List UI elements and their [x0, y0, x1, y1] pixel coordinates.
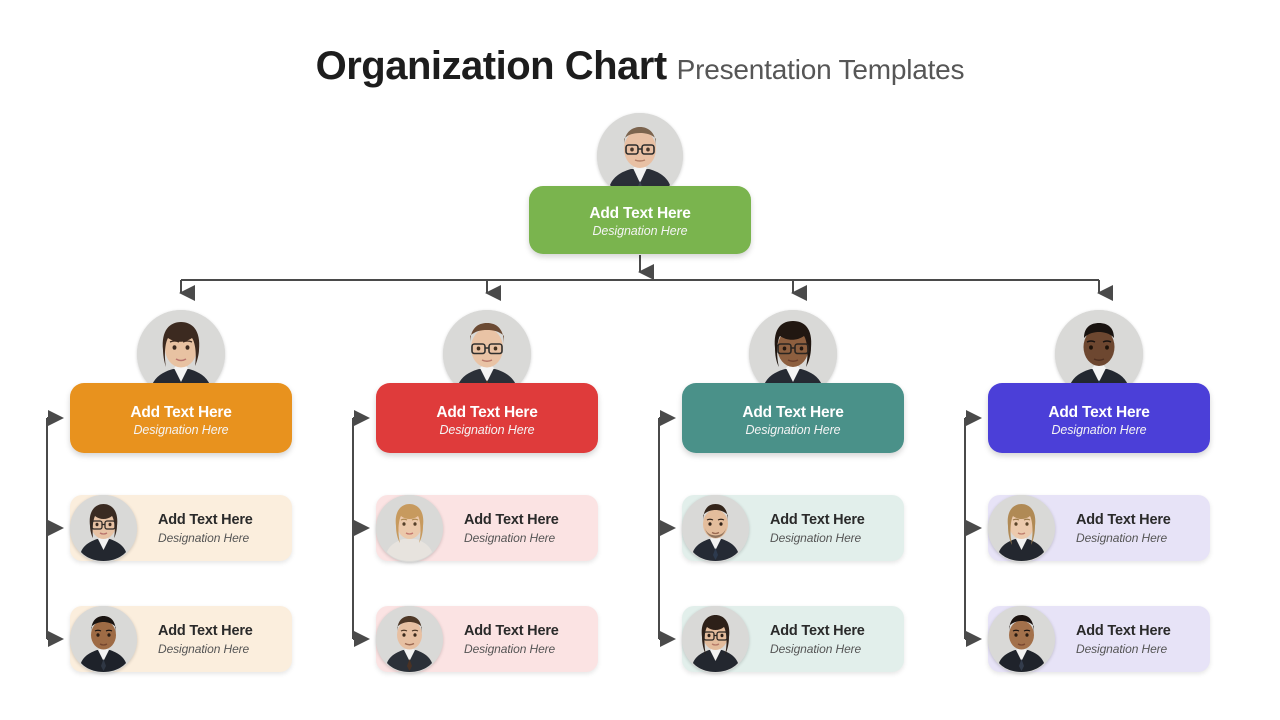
node-title: Add Text Here: [742, 404, 844, 421]
org-node-card[interactable]: Add Text Here Designation Here: [70, 383, 292, 453]
avatar: [70, 606, 137, 673]
avatar-photo-branch-4-child-1: [988, 495, 1055, 562]
page-title-sub: Presentation Templates: [676, 54, 965, 85]
avatar-photo-branch-3-child-2: [682, 606, 749, 673]
org-node-card[interactable]: Add Text Here Designation Here: [682, 383, 904, 453]
node-designation: Designation Here: [745, 423, 841, 437]
node-title: Add Text Here: [464, 622, 559, 639]
node-title: Add Text Here: [770, 511, 865, 528]
node-designation: Designation Here: [464, 530, 556, 545]
node-designation: Designation Here: [592, 224, 688, 238]
node-designation: Designation Here: [770, 641, 862, 656]
node-title: Add Text Here: [464, 511, 559, 528]
org-node-card[interactable]: Add Text Here Designation Here: [376, 383, 598, 453]
avatar: [70, 495, 137, 562]
node-designation: Designation Here: [158, 641, 250, 656]
node-designation: Designation Here: [464, 641, 556, 656]
node-title: Add Text Here: [1048, 404, 1150, 421]
node-title: Add Text Here: [158, 622, 253, 639]
avatar: [597, 113, 683, 199]
node-title: Add Text Here: [1076, 622, 1171, 639]
node-designation: Designation Here: [133, 423, 229, 437]
node-designation: Designation Here: [1076, 641, 1168, 656]
avatar-photo-branch-2-child-1: [376, 495, 443, 562]
avatar: [376, 606, 443, 673]
node-title: Add Text Here: [589, 205, 691, 222]
avatar-photo-branch-1-child-2: [70, 606, 137, 673]
node-designation: Designation Here: [1051, 423, 1147, 437]
avatar: [376, 495, 443, 562]
node-title: Add Text Here: [436, 404, 538, 421]
page-title-main: Organization Chart: [315, 44, 668, 88]
avatar: [682, 495, 749, 562]
node-title: Add Text Here: [158, 511, 253, 528]
avatar: [988, 495, 1055, 562]
avatar: [682, 606, 749, 673]
node-designation: Designation Here: [770, 530, 862, 545]
node-designation: Designation Here: [158, 530, 250, 545]
node-title: Add Text Here: [770, 622, 865, 639]
node-title: Add Text Here: [130, 404, 232, 421]
avatar-photo-branch-4-child-2: [988, 606, 1055, 673]
org-node-card[interactable]: Add Text Here Designation Here: [529, 186, 751, 254]
page-title: Organization Chart Presentation Templates: [0, 44, 1280, 89]
node-designation: Designation Here: [1076, 530, 1168, 545]
node-designation: Designation Here: [439, 423, 535, 437]
avatar-photo-branch-2-child-2: [376, 606, 443, 673]
avatar-photo-branch-1-child-1: [70, 495, 137, 562]
avatar-photo-branch-3-child-1: [682, 495, 749, 562]
org-node-card[interactable]: Add Text Here Designation Here: [988, 383, 1210, 453]
avatar: [988, 606, 1055, 673]
node-title: Add Text Here: [1076, 511, 1171, 528]
